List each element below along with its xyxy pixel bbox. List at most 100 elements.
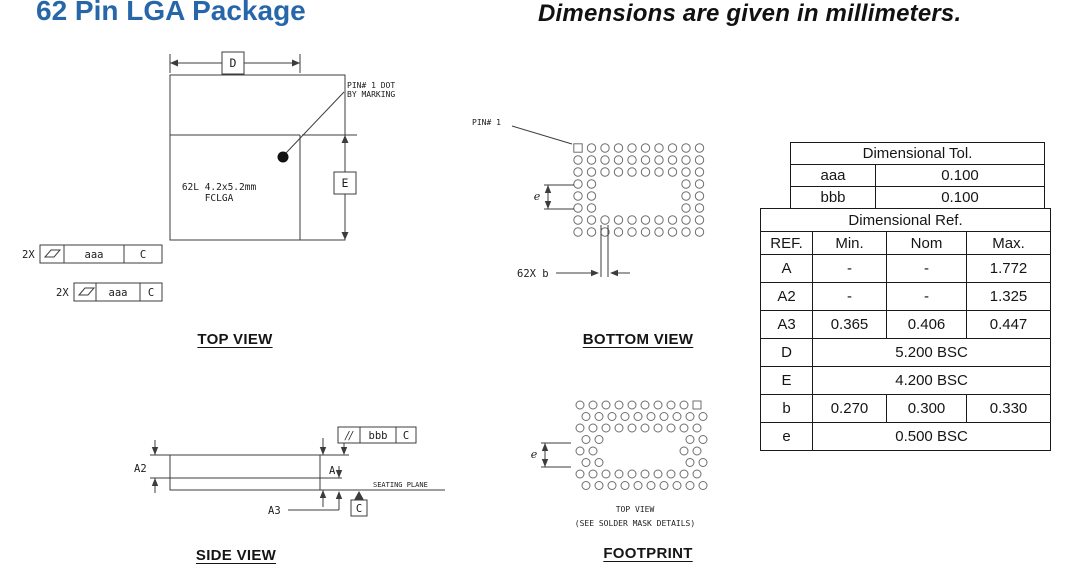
bottom-view-drawing: PIN# 1 e 62X b xyxy=(472,118,705,280)
dimensional-ref-table: Dimensional Ref. REF. Min. Nom Max. A - … xyxy=(759,208,1052,451)
flatness-icon xyxy=(77,287,96,296)
pad xyxy=(692,423,702,433)
table-cell: - xyxy=(886,282,967,311)
pad xyxy=(681,227,691,237)
pad xyxy=(586,191,597,201)
pad xyxy=(600,143,610,153)
table-cell: 0.330 xyxy=(965,394,1052,423)
pad xyxy=(653,469,663,479)
side-view-label: SIDE VIEW xyxy=(195,547,277,564)
pad xyxy=(594,481,604,490)
pad xyxy=(640,167,651,177)
pad xyxy=(588,400,598,410)
seating-plane-label: SEATING PLANE xyxy=(373,481,428,489)
fcf-qty: 2X xyxy=(56,287,69,299)
pad xyxy=(573,203,583,213)
pad xyxy=(692,469,702,479)
pad xyxy=(640,227,651,237)
pad xyxy=(646,412,656,421)
footprint-note: TOP VIEW (SEE SOLDER MASK DETAILS) xyxy=(535,503,735,531)
pad xyxy=(694,227,705,237)
pad xyxy=(681,203,691,213)
pad xyxy=(681,155,691,165)
dim-a-label: A xyxy=(329,465,336,477)
table-cell: 0.100 xyxy=(875,164,1045,187)
table-cell: 0.365 xyxy=(812,310,887,339)
footprint-drawing: e xyxy=(531,400,708,490)
pad xyxy=(627,155,637,165)
pin1-note-line2: BY MARKING xyxy=(347,90,395,99)
pad xyxy=(672,481,682,490)
table-cell: - xyxy=(886,254,967,283)
pad xyxy=(640,469,650,479)
pad xyxy=(581,412,591,421)
pad xyxy=(640,215,651,225)
pad xyxy=(681,215,691,225)
column-header: Max. xyxy=(965,231,1052,255)
pin1-square-pad xyxy=(692,400,702,410)
pad xyxy=(694,215,705,225)
table-row: REF. Min. Nom Max. xyxy=(760,231,1052,255)
pad xyxy=(679,400,689,410)
column-header: Min. xyxy=(812,231,887,255)
pad xyxy=(654,215,664,225)
page-title: 62 Pin LGA Package xyxy=(36,0,306,26)
pad xyxy=(573,167,583,177)
pad xyxy=(573,191,583,201)
parallelism-icon: // xyxy=(344,429,354,442)
column-header: Nom xyxy=(886,231,967,255)
table-cell: A2 xyxy=(760,282,813,311)
table-cell: e xyxy=(760,422,813,451)
dim-a2: A2 xyxy=(134,440,159,493)
pad xyxy=(681,143,691,153)
pad xyxy=(600,215,610,225)
dim-a: A xyxy=(319,438,336,507)
top-view-drawing: D E PIN# 1 DOT BY MARKING 62L 4.2x5.2mm … xyxy=(22,51,395,302)
flatness-icon xyxy=(43,249,62,258)
pad xyxy=(573,215,583,225)
table-row: A - - 1.772 xyxy=(760,254,1052,283)
footprint-note-line2: (SEE SOLDER MASK DETAILS) xyxy=(574,519,696,528)
pad xyxy=(692,446,702,456)
pad xyxy=(581,458,591,467)
dim-e-label: E xyxy=(342,176,349,190)
fcf-tolerance: aaa xyxy=(109,287,128,299)
tol-table-title: Dimensional Tol. xyxy=(790,142,1045,165)
pad xyxy=(573,179,583,189)
pad xyxy=(620,481,630,490)
pad xyxy=(627,400,637,410)
pad xyxy=(666,423,676,433)
pin1-marking: PIN# 1 DOT BY MARKING xyxy=(277,81,395,163)
package-outline xyxy=(169,74,346,241)
pad xyxy=(679,423,689,433)
pad xyxy=(588,446,598,456)
pad xyxy=(659,481,669,490)
pad xyxy=(679,446,689,456)
pad xyxy=(698,458,708,467)
pad xyxy=(586,179,597,189)
table-cell: 4.200 BSC xyxy=(811,366,1052,395)
pad xyxy=(654,143,664,153)
pad xyxy=(667,155,678,165)
pad xyxy=(667,227,678,237)
pad xyxy=(640,143,651,153)
top-view-label: TOP VIEW xyxy=(197,331,273,348)
pad xyxy=(613,155,624,165)
pad-grid-footprint xyxy=(575,400,708,490)
dim-e-pitch: e xyxy=(534,184,574,210)
table-row: Dimensional Ref. xyxy=(759,208,1052,232)
table-row: A3 0.365 0.406 0.447 xyxy=(760,310,1052,339)
datum-triangle-icon xyxy=(354,491,364,500)
pad xyxy=(573,155,583,165)
table-row: A2 - - 1.325 xyxy=(760,282,1052,311)
pad xyxy=(627,469,637,479)
dim-e-label: e xyxy=(534,190,541,203)
dim-e-label: e xyxy=(531,448,538,461)
footprint-label: FOOTPRINT xyxy=(603,545,693,562)
pin1-square-pad xyxy=(573,143,583,153)
feature-control-frame-side: // bbb C xyxy=(337,426,417,455)
pad xyxy=(694,143,705,153)
pad xyxy=(586,215,597,225)
table-row: E 4.200 BSC xyxy=(760,366,1052,395)
